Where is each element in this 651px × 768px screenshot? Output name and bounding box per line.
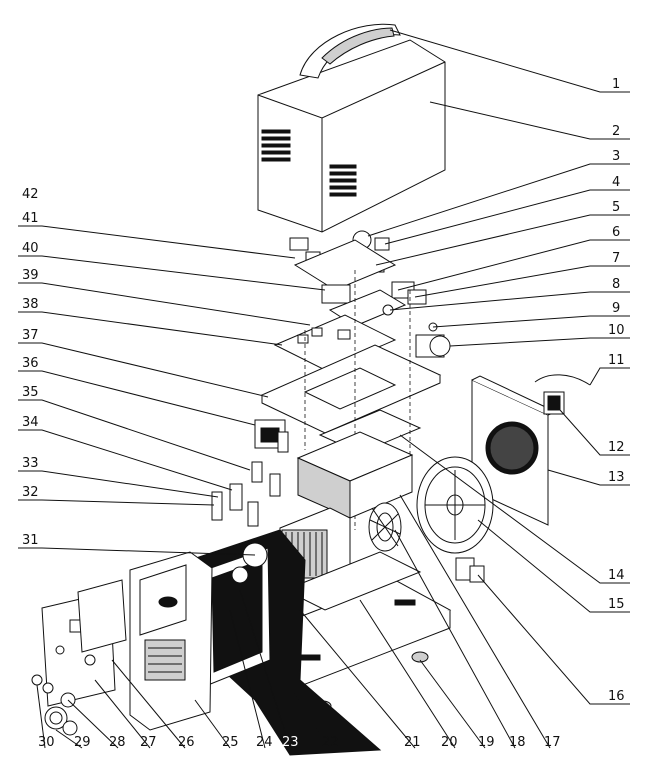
control-board: [273, 314, 397, 371]
cooling-fan: [416, 456, 494, 554]
top-cover: [257, 23, 446, 233]
label-29: 29: [74, 735, 91, 750]
transformer: [254, 419, 289, 453]
label-19: 19: [478, 735, 495, 750]
label-28: 28: [109, 735, 126, 750]
label-16: 16: [608, 689, 625, 704]
label-7: 7: [612, 251, 620, 266]
heatsink-upper: [296, 431, 414, 519]
label-27: 27: [140, 735, 157, 750]
label-20: 20: [441, 735, 458, 750]
label-18: 18: [509, 735, 526, 750]
label-30: 30: [38, 735, 55, 750]
part-labels-left: 31 32 33 34 35 36 37 38 39 40 41 42: [22, 187, 39, 548]
label-1: 1: [612, 77, 620, 92]
label-42: 42: [22, 187, 39, 202]
front-frame: [189, 529, 382, 756]
label-14: 14: [608, 568, 625, 583]
label-26: 26: [178, 735, 195, 750]
power-cord: [534, 374, 591, 415]
label-36: 36: [22, 356, 39, 371]
label-39: 39: [22, 268, 39, 283]
main-plate: [260, 344, 442, 434]
label-8: 8: [612, 277, 620, 292]
label-17: 17: [544, 735, 561, 750]
terminal-brackets: [211, 461, 281, 527]
label-13: 13: [608, 470, 625, 485]
mounting-bracket: [455, 557, 485, 583]
label-35: 35: [22, 385, 39, 400]
label-34: 34: [22, 415, 39, 430]
panel-knob: [231, 566, 249, 584]
label-5: 5: [612, 200, 620, 215]
label-2: 2: [612, 124, 620, 139]
leader-lines-right: [367, 29, 630, 705]
label-22: 22: [322, 735, 339, 750]
label-40: 40: [22, 241, 39, 256]
front-panel: [129, 551, 213, 731]
part-labels-bottom: 17 18 19 20 21 22 23 24 25 26 27 28 29 3…: [38, 735, 561, 750]
label-33: 33: [22, 456, 39, 471]
leader-lines-left: [18, 225, 326, 556]
label-31: 31: [22, 533, 39, 548]
label-4: 4: [612, 175, 620, 190]
label-11: 11: [608, 353, 625, 368]
label-41: 41: [22, 211, 39, 226]
control-plate: [41, 579, 127, 707]
label-12: 12: [608, 440, 625, 455]
label-21: 21: [404, 735, 421, 750]
label-3: 3: [612, 149, 620, 164]
label-10: 10: [608, 323, 625, 338]
label-25: 25: [222, 735, 239, 750]
cover-vent-left: [261, 129, 291, 162]
label-6: 6: [612, 225, 620, 240]
leader-lines-bottom: [36, 494, 551, 749]
label-24: 24: [256, 735, 273, 750]
knobs: [31, 674, 78, 736]
label-37: 37: [22, 328, 39, 343]
label-32: 32: [22, 485, 39, 500]
label-23: 23: [282, 735, 299, 750]
label-15: 15: [608, 597, 625, 612]
label-9: 9: [612, 301, 620, 316]
label-38: 38: [22, 297, 39, 312]
parts-drawing: [31, 23, 591, 756]
cover-vent-right: [329, 164, 357, 197]
part-labels-right: 1 2 3 4 5 6 7 8 9 10 11 12 13 14 15 16: [608, 77, 625, 704]
choke-coil: [368, 502, 402, 552]
assembly-guides: [304, 270, 411, 530]
